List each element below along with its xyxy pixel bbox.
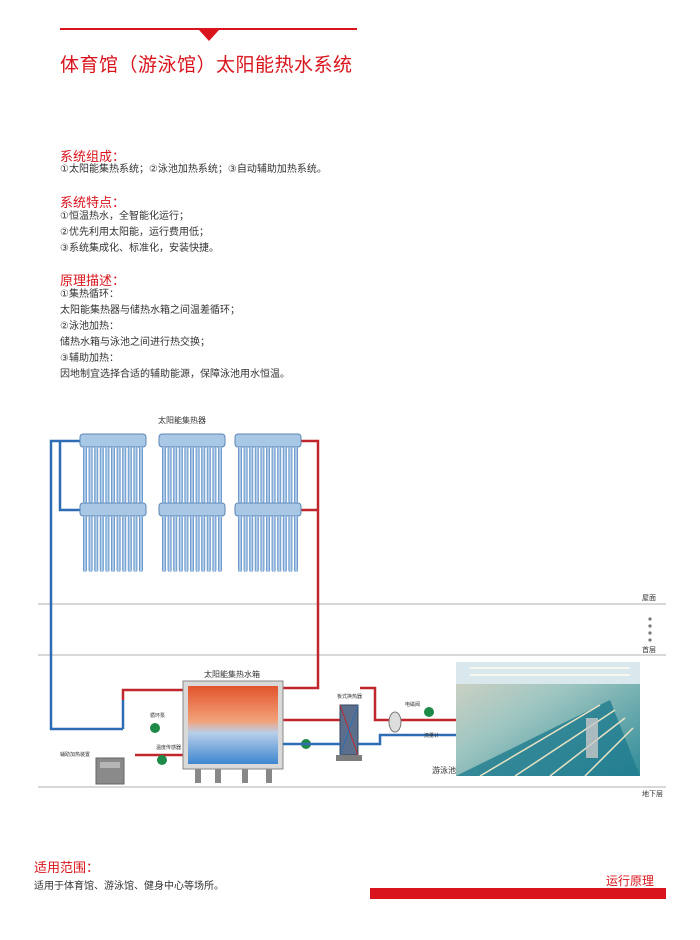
collector-panel (234, 502, 302, 572)
roof-label: 屋面 (642, 594, 656, 602)
pump-label: 循环泵 (150, 712, 165, 719)
collector-panel (158, 502, 226, 572)
aux-heater-label: 辅助加热装置 (60, 751, 90, 758)
return-pipe (283, 733, 420, 746)
composition-heading: 系统组成： (60, 150, 126, 165)
principle-item: ③辅助加热： (60, 353, 119, 364)
aux-heater-icon (95, 757, 125, 785)
collector-panel (79, 502, 147, 572)
valve-label: 电磁阀 (405, 701, 420, 708)
collector-panel (79, 433, 147, 503)
meter-label: 流量计 (424, 732, 439, 739)
collector-panel (234, 433, 302, 503)
scope-text: 适用于体育馆、游泳馆、健身中心等场所。 (34, 881, 224, 892)
features-item: ①恒温热水，全智能化运行； (60, 211, 189, 222)
tank-label: 太阳能集热水箱 (204, 669, 260, 679)
ellipsis-dots-icon (648, 617, 652, 642)
principle-item: 太阳能集热器与储热水箱之间温差循环； (60, 305, 240, 316)
principle-item: 因地制宜选择合适的辅助能源，保障泳池用水恒温。 (60, 369, 290, 380)
pool-label: 游泳池 (432, 765, 456, 775)
footer-bar (370, 888, 666, 899)
swimming-pool-image (456, 662, 640, 777)
header-triangle-icon (199, 30, 219, 41)
storage-tank (182, 680, 284, 783)
exchanger-label: 板式换热器 (337, 693, 362, 700)
header-rule (60, 28, 357, 30)
features-item: ②优先利用太阳能，运行费用低； (60, 227, 209, 238)
page-title: 体育馆（游泳馆）太阳能热水系统 (60, 54, 353, 76)
principle-item: ②泳池加热： (60, 321, 119, 332)
collector-panels (79, 433, 302, 572)
sensor-label: 温度传感器 (156, 744, 181, 751)
system-diagram: 屋面 首层 地下层 太阳能集热器 太阳能集热水箱 辅助加热装置 (38, 415, 666, 798)
features-item: ③系统集成化、标准化，安装快捷。 (60, 243, 219, 254)
collector-label: 太阳能集热器 (158, 415, 206, 425)
first-floor-label: 首层 (642, 645, 656, 654)
principle-item: 储热水箱与泳池之间进行热交换； (60, 337, 210, 348)
principle-item: ①集热循环： (60, 289, 119, 300)
heat-exchanger-icon (336, 704, 362, 761)
expansion-tank-icon (388, 711, 402, 733)
collector-panel (158, 433, 226, 503)
section-label: 运行原理 (606, 874, 655, 888)
features-heading: 系统特点： (60, 196, 126, 211)
composition-text: ①太阳能集热系统；②泳池加热系统；③自动辅助加热系统。 (60, 164, 327, 175)
cold-water-pipes (49, 439, 125, 731)
scope-heading: 适用范围： (34, 861, 100, 876)
principle-heading: 原理描述： (60, 274, 126, 289)
basement-label: 地下层 (642, 789, 663, 798)
